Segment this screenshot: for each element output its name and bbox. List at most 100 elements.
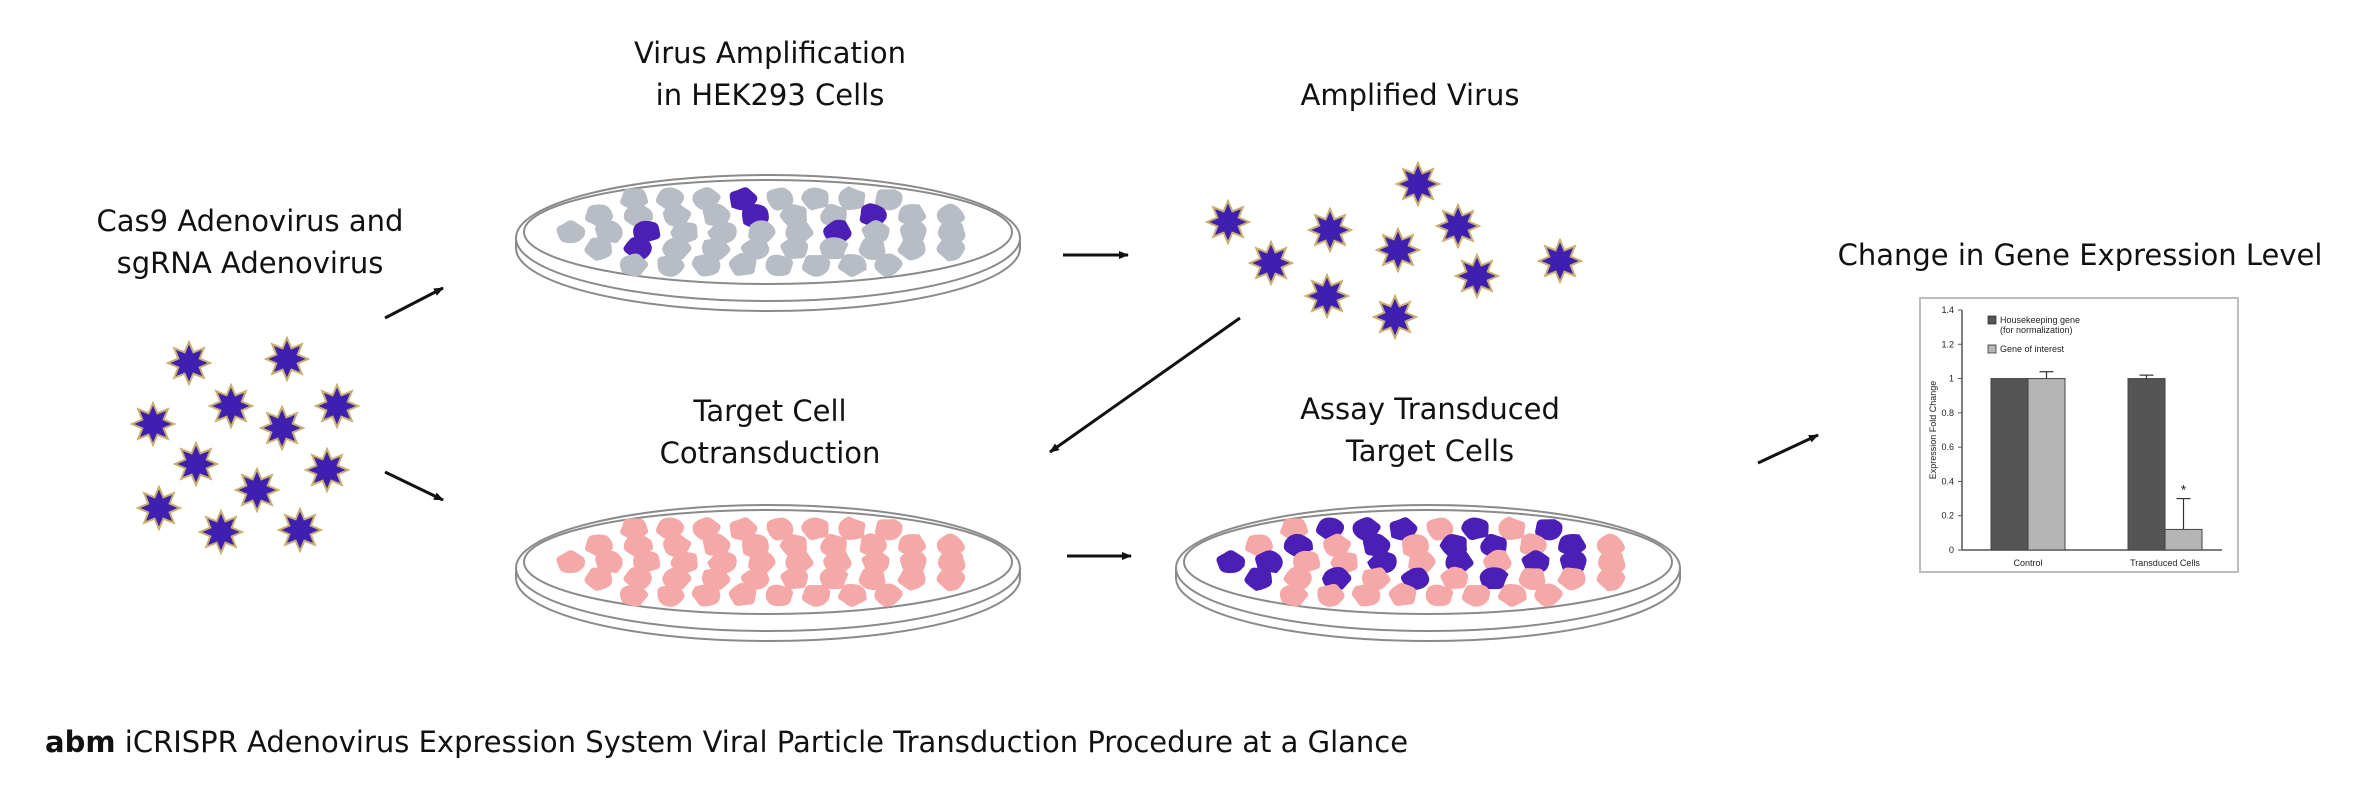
cell-icon <box>619 253 649 277</box>
cell-icon <box>1362 533 1391 556</box>
cell-icon <box>748 550 776 574</box>
cell-icon <box>936 203 965 228</box>
label-gene-expression: Change in Gene Expression Level <box>1830 234 2330 276</box>
label-line: Change in Gene Expression Level <box>1837 238 2323 272</box>
cell-icon <box>1426 517 1454 541</box>
y-tick-label: 1.2 <box>1941 339 1954 349</box>
cell-icon <box>1597 551 1626 574</box>
y-tick-label: 0 <box>1949 545 1954 555</box>
cell-icon <box>663 203 692 227</box>
y-tick-label: 0.2 <box>1941 511 1954 521</box>
label-line: in HEK293 Cells <box>655 78 885 112</box>
cell-icon <box>859 533 887 558</box>
caption-text: iCRISPR Adenovirus Expression System Vir… <box>115 725 1409 759</box>
cell-icon <box>662 236 692 260</box>
cell-icon <box>897 237 926 261</box>
cell-icon <box>691 253 721 277</box>
virus-particle-icon <box>1536 237 1584 285</box>
cell-icon <box>662 566 692 590</box>
y-tick-label: 0.4 <box>1941 476 1954 486</box>
y-tick-label: 1.4 <box>1941 305 1954 315</box>
virus-particle-icon <box>313 382 361 430</box>
cell-icon <box>897 567 926 591</box>
cell-icon <box>819 237 849 260</box>
cell-icon <box>874 583 903 607</box>
y-tick-label: 1 <box>1949 374 1954 384</box>
cell-icon <box>702 533 731 556</box>
virus-particle-icon <box>1306 206 1354 254</box>
cell-icon <box>858 568 886 590</box>
virus-particle-icon <box>165 339 213 387</box>
virus-particle-icon <box>1371 293 1419 341</box>
cell-icon <box>1425 584 1454 607</box>
cell-icon <box>861 550 890 573</box>
cell-icon <box>1483 549 1512 574</box>
label-line: Virus Amplification <box>633 36 907 70</box>
cell-icon <box>707 220 737 244</box>
cell-icon <box>823 549 852 574</box>
cell-icon <box>823 219 852 244</box>
cell-icon <box>1559 550 1587 573</box>
virus-particle-icon <box>207 382 255 430</box>
cell-icon <box>766 517 794 541</box>
cell-icon <box>859 203 887 228</box>
cell-icon <box>819 567 849 590</box>
chart-legend: Housekeeping gene(for normalization)Gene… <box>1987 315 2080 354</box>
cell-icon <box>765 584 794 607</box>
cell-icon <box>861 220 890 243</box>
cell-icon <box>740 237 770 260</box>
bar-housekeeping <box>1990 378 2029 551</box>
cell-icon <box>1596 533 1625 558</box>
cell-icon <box>1408 550 1436 574</box>
cell-icon <box>633 220 661 243</box>
y-axis-label: Expression Fold Change <box>1928 381 1938 480</box>
cell-icon <box>633 550 661 573</box>
arrow-icon <box>1757 433 1819 465</box>
cell-icon <box>838 186 866 211</box>
cell-icon <box>1317 583 1345 607</box>
y-tick-label: 0.6 <box>1941 442 1954 452</box>
figure-caption: abm iCRISPR Adenovirus Expression System… <box>45 725 1408 759</box>
legend-label: Gene of interest <box>2000 344 2065 354</box>
virus-cluster-amplified <box>1204 160 1584 341</box>
cell-icon <box>728 582 757 606</box>
legend-swatch <box>1987 344 1997 354</box>
bar-housekeeping <box>2127 378 2166 551</box>
cell-icon <box>1461 517 1489 541</box>
cell-icon <box>1400 567 1430 590</box>
virus-particle-icon <box>263 335 311 383</box>
cell-icon <box>1497 584 1527 607</box>
cell-icon <box>748 220 776 244</box>
petri-dish-assay <box>1175 504 1681 642</box>
cell-icon <box>766 187 794 211</box>
legend-label: (for normalization) <box>2000 325 2073 335</box>
x-tick-label: Transduced Cells <box>2130 558 2200 568</box>
label-line: Cotransduction <box>659 436 881 470</box>
cell-icon <box>1440 566 1469 590</box>
virus-particle-icon <box>1453 252 1501 300</box>
virus-particle-icon <box>1394 160 1442 208</box>
cell-icon <box>1596 567 1626 592</box>
cell-icon <box>657 253 685 277</box>
cell-icon <box>740 567 770 590</box>
petri-dish-target <box>515 504 1021 642</box>
cell-icon <box>801 254 831 277</box>
cell-icon <box>936 567 966 592</box>
cell-icon <box>936 533 965 558</box>
x-tick-label: Control <box>2013 558 2042 568</box>
cell-icon <box>1389 517 1418 541</box>
cell-icon <box>556 550 586 574</box>
transduced-cells <box>1216 516 1626 607</box>
cell-icon <box>623 237 652 260</box>
cell-icon <box>780 566 809 590</box>
cell-icon <box>1279 583 1309 607</box>
cell-icon <box>702 203 731 226</box>
label-line: Assay Transduced <box>1300 392 1560 426</box>
cell-icon <box>595 220 623 244</box>
cell-icon <box>874 253 903 277</box>
virus-particle-icon <box>258 404 306 452</box>
virus-cluster-input <box>129 335 361 556</box>
cell-icon <box>837 584 867 607</box>
cell-icon <box>1293 550 1321 573</box>
